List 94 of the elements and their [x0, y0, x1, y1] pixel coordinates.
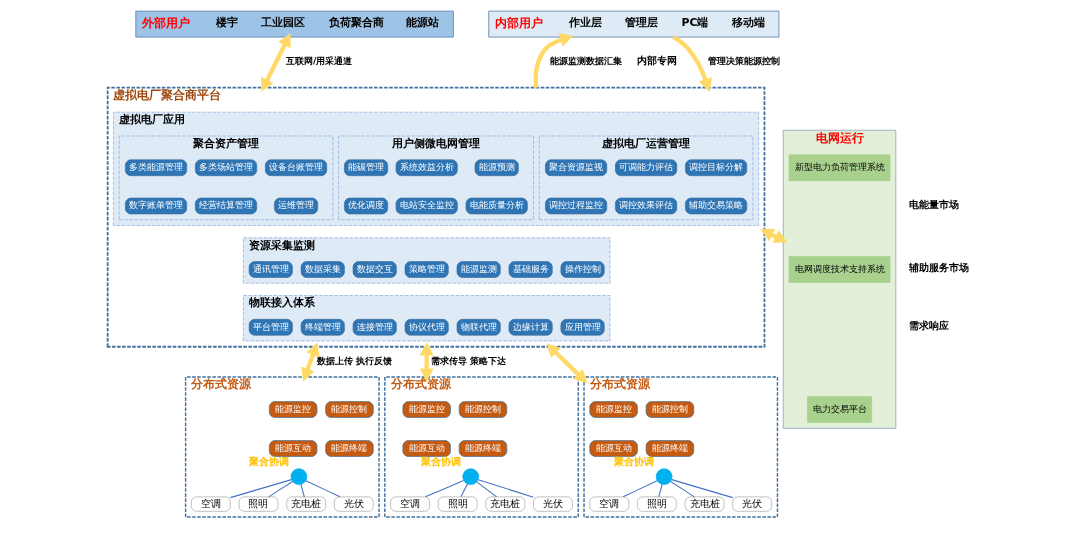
- node-box: 设备台账管理: [265, 159, 328, 177]
- node-box: 经营结算管理: [195, 197, 258, 215]
- node-box: 数据交互: [352, 261, 397, 278]
- node-circle: [655, 468, 673, 485]
- node-box: 光伏: [333, 496, 374, 512]
- connector: [305, 480, 341, 498]
- arrow: [301, 342, 320, 382]
- node-box: 外部用户 楼宇 工业园区 负荷聚合商 能源站: [135, 10, 454, 38]
- node-box: 电能质量分析: [465, 197, 528, 215]
- node-label: 聚合协调: [249, 456, 290, 468]
- node-box: 空调: [390, 496, 430, 512]
- node-box: 能源预测: [474, 159, 519, 177]
- node-box: 能源监控: [402, 401, 451, 418]
- node-box: 能源互动: [402, 440, 451, 457]
- node-box: 照明: [238, 496, 279, 512]
- connector: [622, 480, 658, 498]
- connector: [658, 483, 663, 498]
- arrow: [533, 33, 574, 88]
- node-box: 光伏: [533, 496, 573, 512]
- node-box: 辅助交易策略: [685, 197, 748, 215]
- node-box: 物联代理: [456, 318, 501, 336]
- node-box: 调控过程监控: [545, 197, 608, 215]
- node-box: 终端管理: [300, 318, 345, 336]
- node-label: 聚合协调: [614, 456, 655, 468]
- node-box: 通讯管理: [248, 261, 293, 278]
- connector: [477, 479, 534, 498]
- node-box: 调控效果评估: [615, 197, 678, 215]
- node-box: 应用管理: [560, 318, 605, 336]
- node-box: 能源控制: [325, 401, 374, 418]
- node-box: 连接管理: [352, 318, 397, 336]
- node-box: 内部用户 作业层 管理层 PC端 移动端: [488, 10, 780, 38]
- node-box: 策略管理: [404, 261, 449, 278]
- node-box: 数据采集: [300, 261, 345, 278]
- node-box: 空调: [589, 496, 630, 512]
- node-box: 能源互动: [268, 440, 318, 457]
- node-box: 平台管理: [248, 318, 293, 336]
- node-box: 充电桩: [485, 496, 526, 512]
- arrow: [546, 343, 588, 384]
- connector: [229, 479, 292, 499]
- edge-label: 数据上传 执行反馈: [316, 354, 393, 366]
- label: 需求响应: [908, 320, 949, 332]
- node-box: 数字账单管理: [125, 197, 188, 215]
- node-box: 新型电力负荷管理系统: [788, 154, 891, 182]
- node-box: 电力交易平台: [807, 396, 872, 423]
- connector: [268, 481, 293, 498]
- edge-label: 需求传导 策略下达: [431, 354, 507, 366]
- node-box: 聚合资源监视: [545, 159, 608, 177]
- connector: [670, 481, 695, 498]
- node-box: 照明: [637, 496, 677, 512]
- node-box: 照明: [437, 496, 478, 512]
- edge-label: 能源监测数据汇集: [549, 55, 622, 67]
- node-box: 能源互动: [589, 440, 638, 457]
- node-label: 聚合协调: [420, 456, 461, 468]
- label: 辅助服务市场: [908, 262, 969, 274]
- node-box: 电网调度技术支持系统: [788, 256, 891, 283]
- node-box: 能源终端: [458, 440, 508, 457]
- node-box: 能源监测: [456, 261, 501, 278]
- connector: [476, 481, 498, 498]
- node-box: 光伏: [732, 496, 773, 512]
- connector: [460, 483, 468, 498]
- node-box: 边缘计算: [508, 318, 553, 336]
- node-box: 操作控制: [560, 261, 605, 278]
- connector: [671, 479, 734, 499]
- node-box: 调控目标分解: [685, 159, 748, 177]
- node-box: 系统效益分析: [395, 159, 458, 177]
- arrow: [419, 342, 434, 382]
- node-box: 充电桩: [286, 496, 326, 512]
- node-box: 充电桩: [684, 496, 725, 512]
- node-box: 能碳管理: [344, 159, 389, 177]
- node-box: 能源终端: [325, 440, 374, 457]
- node-box: 能源监控: [589, 401, 638, 418]
- node-box: 空调: [191, 496, 231, 512]
- edge-label: 管理决策能源控制: [707, 55, 780, 67]
- node-box: 基础服务: [508, 261, 553, 278]
- node-box: 协议代理: [404, 318, 449, 336]
- node-box: 多类能源管理: [125, 159, 188, 177]
- arrow: [261, 33, 291, 92]
- node-box: 优化调度: [344, 197, 389, 215]
- node-box: 能源控制: [458, 401, 508, 418]
- node-box: 能源控制: [645, 401, 695, 418]
- arrow: [672, 35, 713, 93]
- node-box: 能源监控: [268, 401, 318, 418]
- node-box: 运维管理: [274, 197, 319, 215]
- label: 内部专网: [637, 55, 678, 67]
- edge-label: 互联网/用采通道: [285, 55, 353, 67]
- node-circle: [290, 468, 308, 485]
- node-box: 电站安全监控: [395, 197, 458, 215]
- connector: [424, 479, 465, 498]
- label: 电能量市场: [908, 198, 959, 210]
- connector: [300, 483, 305, 498]
- node-box: 能源终端: [645, 440, 695, 457]
- node-box: 可调能力评估: [615, 159, 678, 177]
- node-circle: [462, 468, 479, 485]
- node-box: 多类场站管理: [195, 159, 258, 177]
